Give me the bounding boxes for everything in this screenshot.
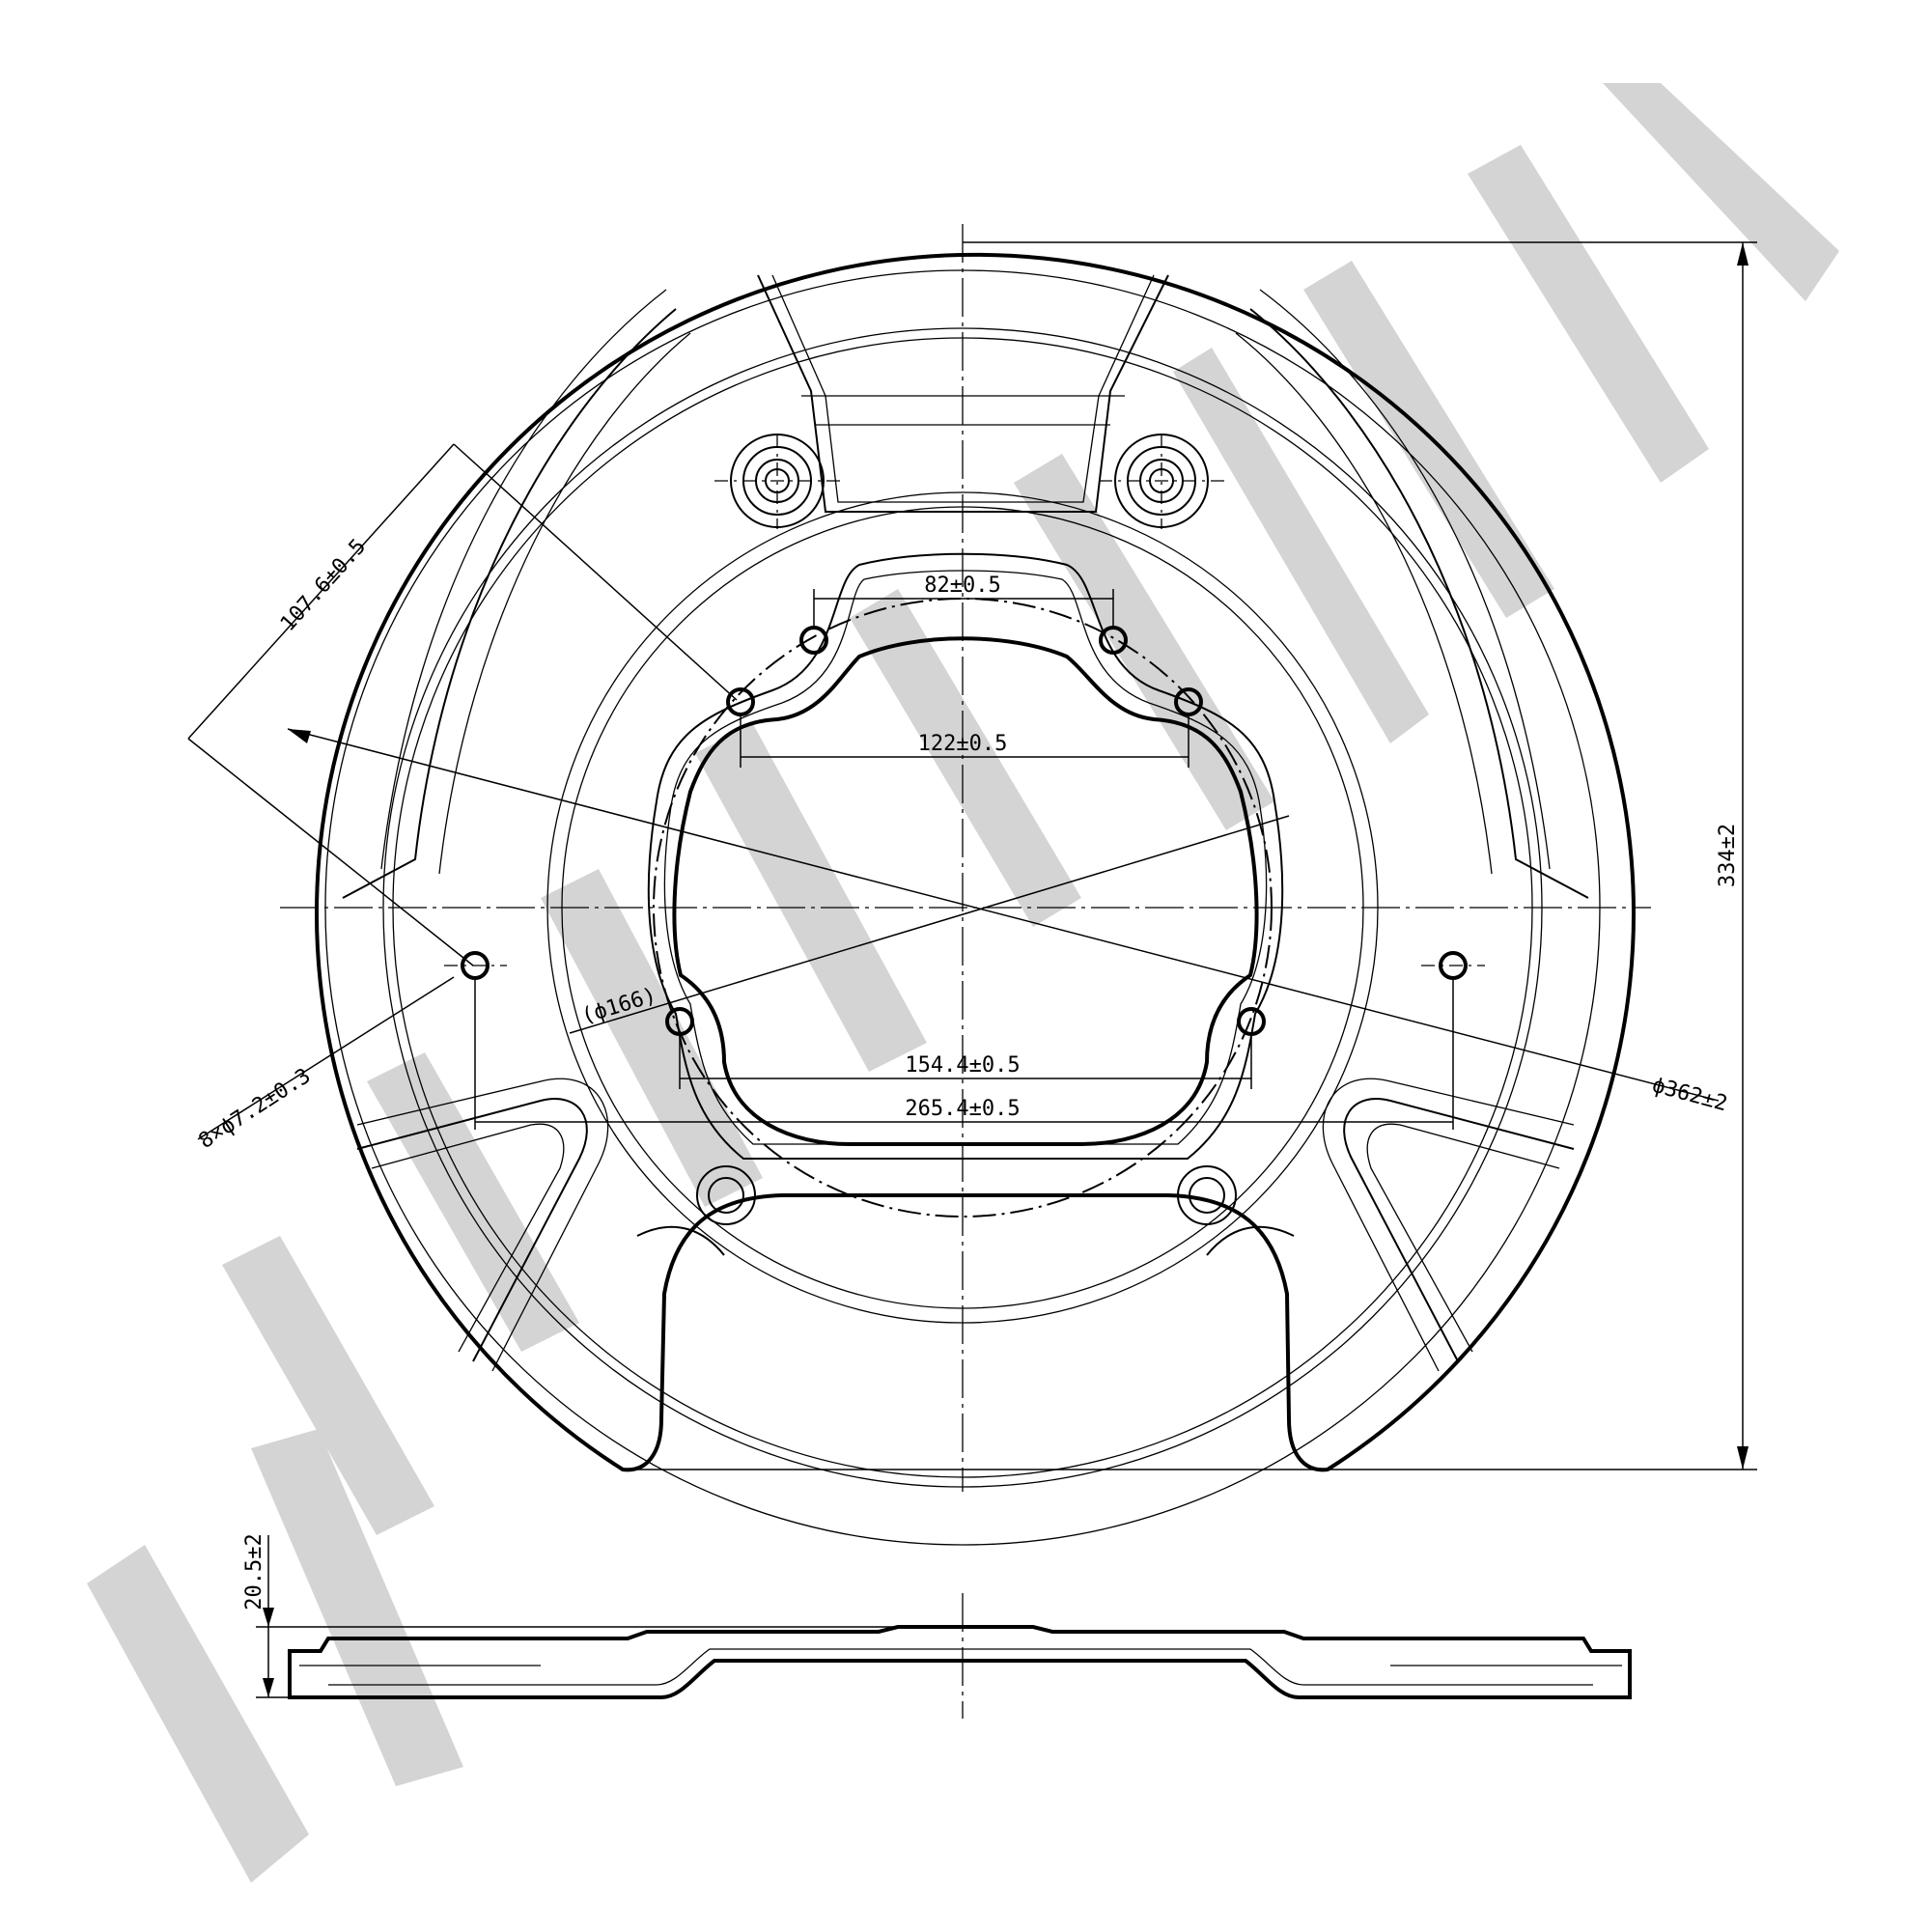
watermark-stroke-8 [541, 869, 763, 1207]
lower-right-boss-inner [1189, 1177, 1225, 1214]
diameter-leader [287, 728, 1720, 1102]
dim-height-label: 334±2 [1716, 824, 1740, 887]
ribs [342, 274, 1589, 1372]
dim-154-label: 154.4±0.5 [905, 1053, 1020, 1078]
top-pocket-inner [771, 274, 1155, 503]
dim-82-label: 82±0.5 [924, 574, 1000, 598]
watermark-stroke-10 [222, 1236, 434, 1535]
watermark-stroke-4 [1173, 348, 1429, 743]
mount-hole-5 [665, 1007, 694, 1036]
diameter-arrow [288, 729, 311, 743]
watermark-stroke-1 [1603, 83, 1839, 301]
hub-flange-inner [663, 570, 1268, 1145]
right-lower-pocket-inner [1366, 1123, 1560, 1353]
watermark-stroke-3 [1303, 261, 1554, 618]
right-upper-rib [1249, 308, 1589, 899]
left-lower-pocket [356, 1098, 588, 1362]
right-lower-pocket-inner-2 [1322, 1078, 1575, 1372]
profile-outline [288, 1625, 1632, 1699]
side-profile-view: 20.5±2 [242, 1533, 1632, 1719]
dim-thickness-label: 20.5±2 [242, 1533, 266, 1610]
left-upper-rib [342, 308, 677, 899]
left-bottom-leg [636, 1225, 725, 1256]
top-pocket [757, 274, 1169, 513]
angled-ext-2 [187, 738, 474, 966]
right-bottom-leg [1206, 1225, 1295, 1256]
left-upper-rib-inner [438, 332, 691, 875]
lower-left-boss-inner [708, 1177, 744, 1214]
right-lower-pocket [1343, 1098, 1575, 1362]
dim-outer-diameter-label: ϕ362±2 [1649, 1074, 1729, 1117]
watermark-stroke-9 [367, 1052, 579, 1352]
profile-inner-1 [328, 1648, 1593, 1686]
height-arrow-bottom [1737, 1446, 1749, 1470]
mount-hole-6 [1237, 1007, 1266, 1036]
outer-contour [315, 252, 1636, 1472]
left-upper-rib-inner-2 [380, 289, 667, 870]
watermark [87, 83, 1839, 1883]
watermark-stroke-7 [695, 724, 927, 1072]
angled-ext-1 [453, 443, 738, 701]
lower-left-boss-outer [696, 1165, 756, 1225]
left-lower-pocket-inner-2 [356, 1078, 609, 1372]
watermark-stroke-5 [1014, 454, 1274, 830]
watermark-stroke-11 [87, 1545, 309, 1883]
thickness-arrow-top [263, 1608, 274, 1627]
centerlines [280, 224, 1651, 1492]
bolt-circle-leader [569, 815, 1290, 1034]
left-lower-pocket-inner [371, 1123, 565, 1353]
lower-right-boss-outer [1177, 1165, 1237, 1225]
holes-leader [197, 976, 455, 1140]
mount-hole-7 [461, 951, 490, 980]
dim-122-label: 122±0.5 [918, 732, 1008, 756]
dim-holes-label: 8×ϕ7.2±0.3 [195, 1064, 316, 1154]
thickness-arrow-bottom [263, 1678, 274, 1697]
watermark-stroke-6 [850, 589, 1081, 927]
angled-dim-line [187, 443, 455, 740]
dimension-lines [187, 241, 1757, 1470]
watermark-stroke-2 [1468, 145, 1709, 483]
dim-265-label: 265.4±0.5 [905, 1097, 1020, 1121]
right-upper-rib-inner [1235, 332, 1493, 875]
height-arrow-top [1737, 242, 1749, 266]
hub-flange [647, 552, 1284, 1160]
dim-angled-label: 107.6±0.5 [276, 535, 371, 636]
right-upper-rib-inner-2 [1259, 289, 1551, 870]
